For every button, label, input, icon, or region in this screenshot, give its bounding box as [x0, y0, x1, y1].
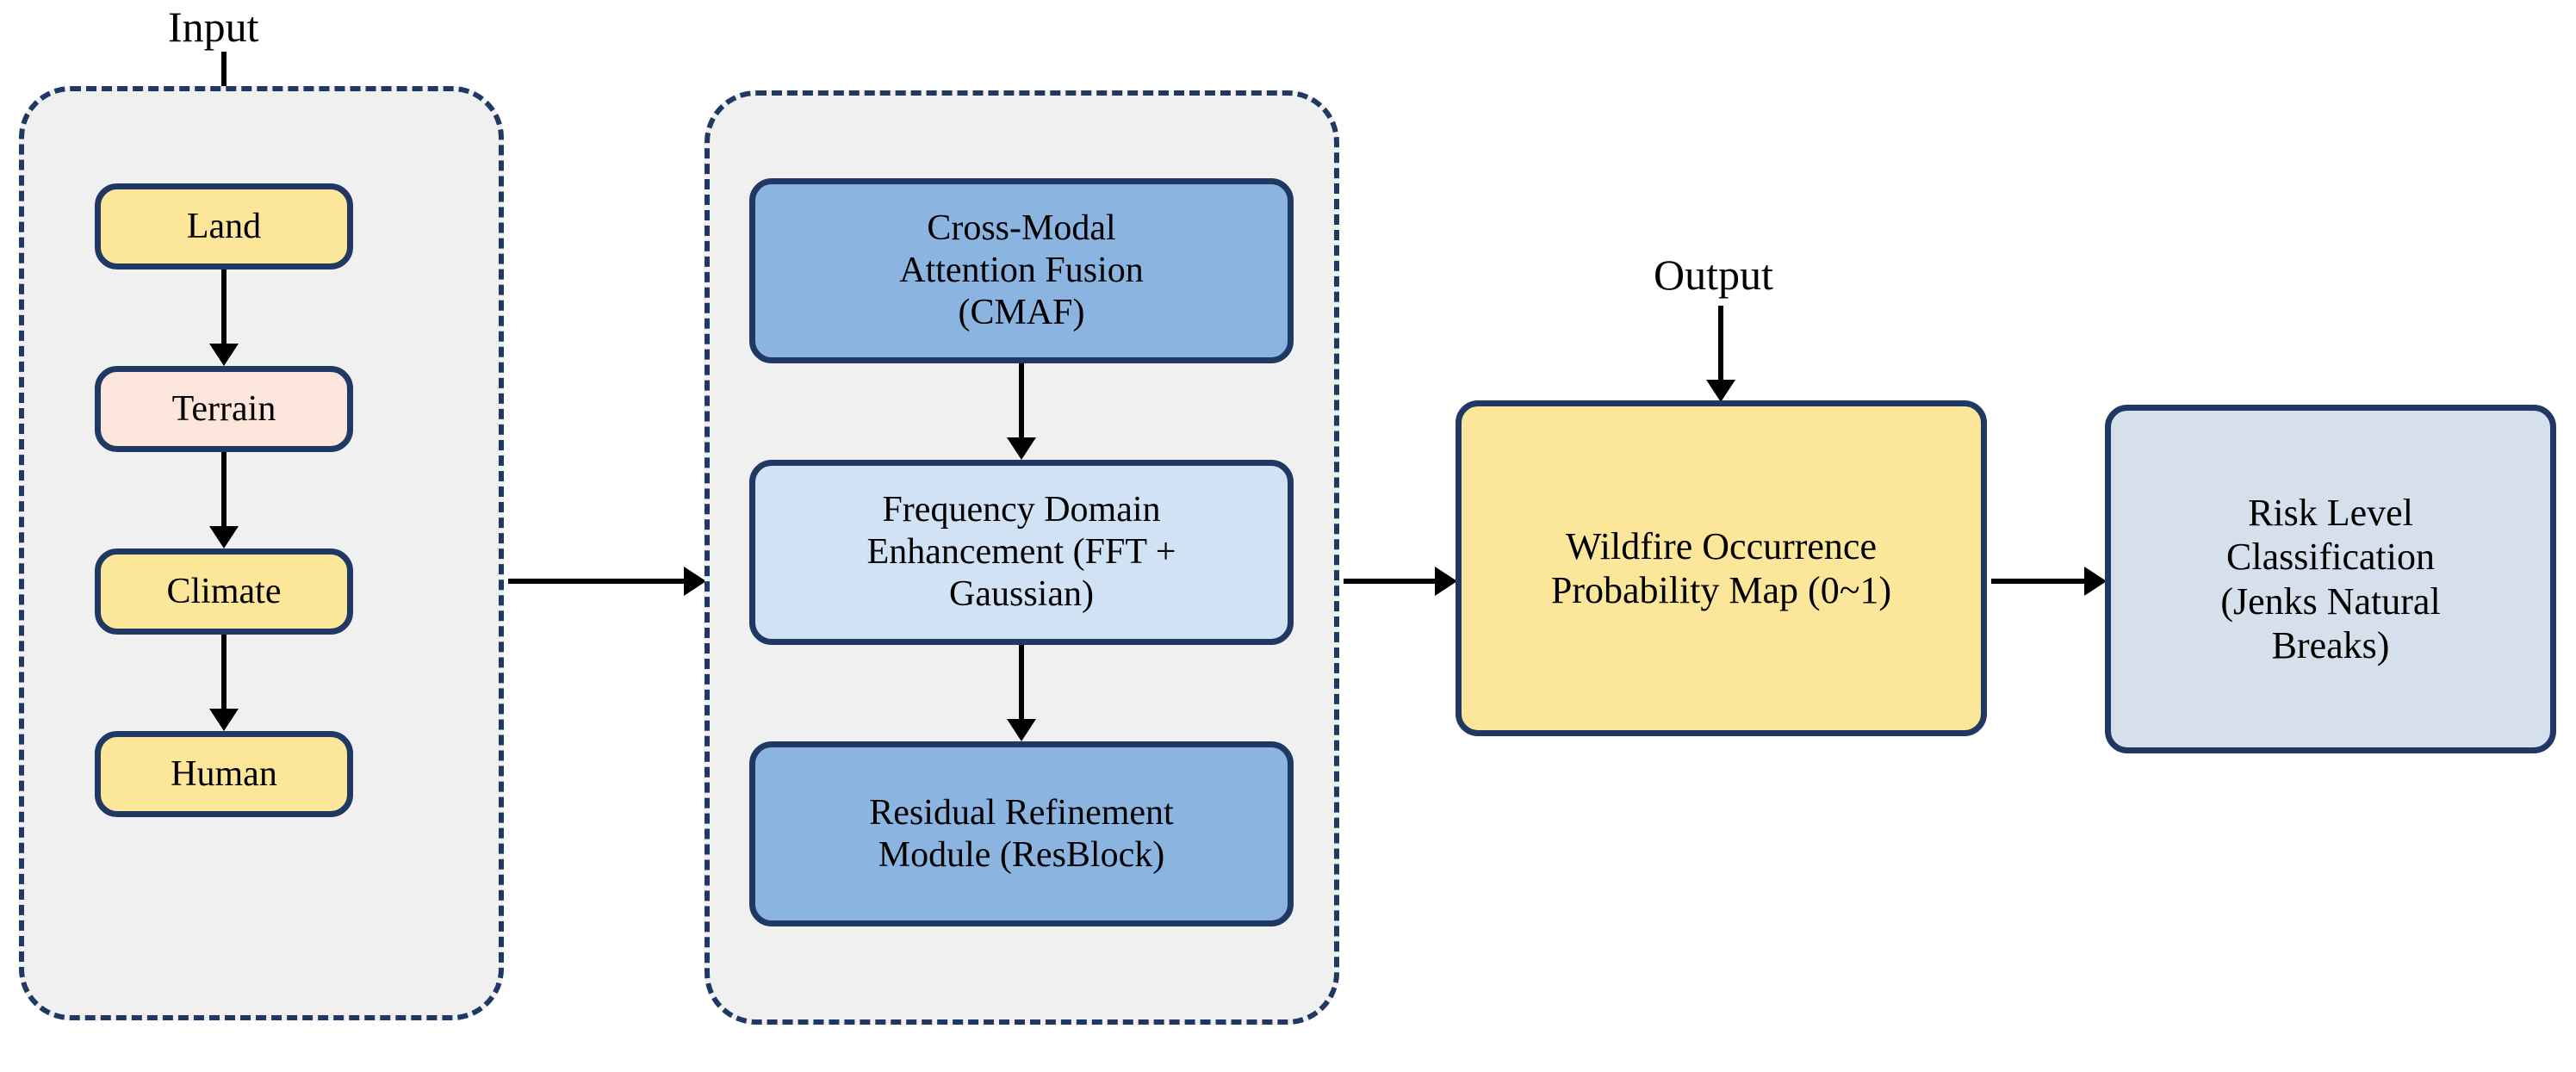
- node-wildfire-probability-map[interactable]: Wildfire Occurrence Probability Map (0~1…: [1456, 400, 1987, 736]
- node-climate[interactable]: Climate: [95, 548, 353, 635]
- arrow-terrain-to-climate: [207, 452, 241, 548]
- input-label: Input: [168, 3, 259, 51]
- arrow-output-to-probmap: [1704, 306, 1738, 402]
- node-land[interactable]: Land: [95, 183, 353, 270]
- arrow-cmaf-to-fft: [1004, 363, 1039, 460]
- node-frequency-domain-enhancement[interactable]: Frequency Domain Enhancement (FFT + Gaus…: [749, 460, 1294, 645]
- arrow-inputs-to-model: [508, 564, 706, 598]
- arrow-model-to-probmap: [1344, 564, 1457, 598]
- arrow-fft-to-resblock: [1004, 645, 1039, 741]
- arrow-climate-to-human: [207, 635, 241, 731]
- node-cmaf[interactable]: Cross-Modal Attention Fusion (CMAF): [749, 178, 1294, 363]
- node-terrain[interactable]: Terrain: [95, 366, 353, 452]
- node-residual-refinement-module[interactable]: Residual Refinement Module (ResBlock): [749, 741, 1294, 926]
- node-human[interactable]: Human: [95, 731, 353, 817]
- node-risk-level-classification[interactable]: Risk Level Classification (Jenks Natural…: [2105, 405, 2556, 753]
- output-label: Output: [1654, 251, 1773, 299]
- arrow-probmap-to-risklevel: [1991, 564, 2107, 598]
- arrow-land-to-terrain: [207, 270, 241, 366]
